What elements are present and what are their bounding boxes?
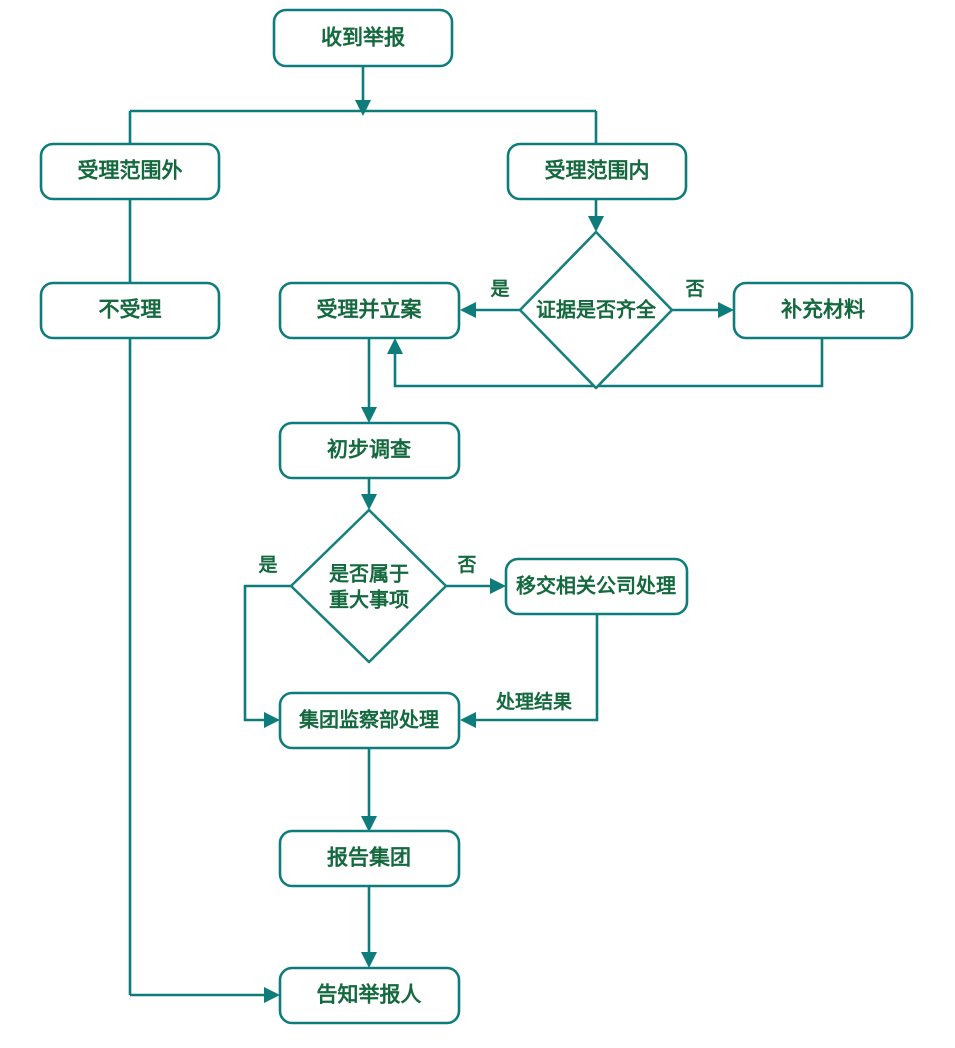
node-evidence-complete-decision[interactable]: 证据是否齐全 [518,230,674,390]
node-notify-reporter-shape [278,966,461,1025]
node-transfer-to-company-shape [504,557,689,616]
node-accept-and-file-shape [278,281,461,340]
edge-major-yes [243,584,291,728]
node-out-of-scope[interactable]: 受理范围外 [39,142,221,201]
node-notify-reporter-label: 告知举报人 [317,983,422,1007]
node-supplement-materials[interactable]: 补充材料 [732,281,914,340]
node-transfer-to-company-label: 移交相关公司处理 [516,573,676,597]
edge-evidence-yes [460,302,520,318]
edge-dept-to-report [361,747,377,832]
node-supplement-materials-label: 补充材料 [780,298,865,322]
node-in-scope-shape [506,142,688,201]
node-supplement-materials-shape [732,281,914,340]
edge-evidence-no [672,302,734,318]
edge-label-major-no: 否 [456,555,476,576]
node-preliminary-investigation[interactable]: 初步调查 [278,421,461,480]
node-evidence-complete-label: 证据是否齐全 [536,297,657,321]
edge-split-bus [128,109,598,145]
edge-supplement-loop-back [387,337,824,388]
edge-accept-to-investigation [361,337,377,423]
node-in-scope-label: 受理范围内 [545,159,650,183]
node-accept-and-file[interactable]: 受理并立案 [278,281,461,340]
edge-label-evidence-no: 否 [684,279,704,300]
node-report-to-group[interactable]: 报告集团 [278,829,461,888]
node-major-matter-decision[interactable]: 是否属于 重大事项 [289,508,448,664]
node-out-of-scope-label: 受理范围外 [78,159,183,183]
node-major-matter-label-line1: 是否属于 [328,562,409,585]
node-preliminary-investigation-label: 初步调查 [327,438,411,462]
node-not-accepted-shape [39,281,221,340]
edge-notaccept-to-notify [128,337,280,1003]
node-group-supervision-dept-shape [278,691,461,750]
node-not-accepted-label: 不受理 [99,298,162,322]
node-receive-report[interactable]: 收到举报 [272,8,454,68]
edge-label-major-yes: 是 [258,554,277,576]
node-notify-reporter[interactable]: 告知举报人 [278,966,461,1025]
node-accept-and-file-label: 受理并立案 [317,298,423,322]
node-group-supervision-dept[interactable]: 集团监察部处理 [278,691,461,750]
node-receive-report-shape [272,8,454,68]
node-out-of-scope-shape [39,142,221,201]
node-not-accepted[interactable]: 不受理 [39,281,221,340]
node-in-scope[interactable]: 受理范围内 [506,142,688,201]
node-transfer-to-company[interactable]: 移交相关公司处理 [504,557,689,616]
edge-label-process-result: 处理结果 [495,690,572,713]
node-preliminary-investigation-shape [278,421,461,480]
edge-receive-to-split [355,66,371,116]
node-group-supervision-dept-label: 集团监察部处理 [298,707,439,731]
node-major-matter-shape [289,508,448,664]
edge-report-to-notify [361,886,377,968]
node-evidence-complete-shape [518,230,674,390]
edge-label-evidence-yes: 是 [490,278,509,300]
edge-transfer-result [460,614,599,728]
edge-inscope-to-evidence [588,198,604,232]
node-report-to-group-label: 报告集团 [327,846,411,870]
node-receive-report-label: 收到举报 [321,26,405,50]
edge-investigation-to-major [361,478,377,510]
node-report-to-group-shape [278,829,461,888]
edge-major-no [446,578,506,594]
node-major-matter-label-line2: 重大事项 [329,587,409,611]
